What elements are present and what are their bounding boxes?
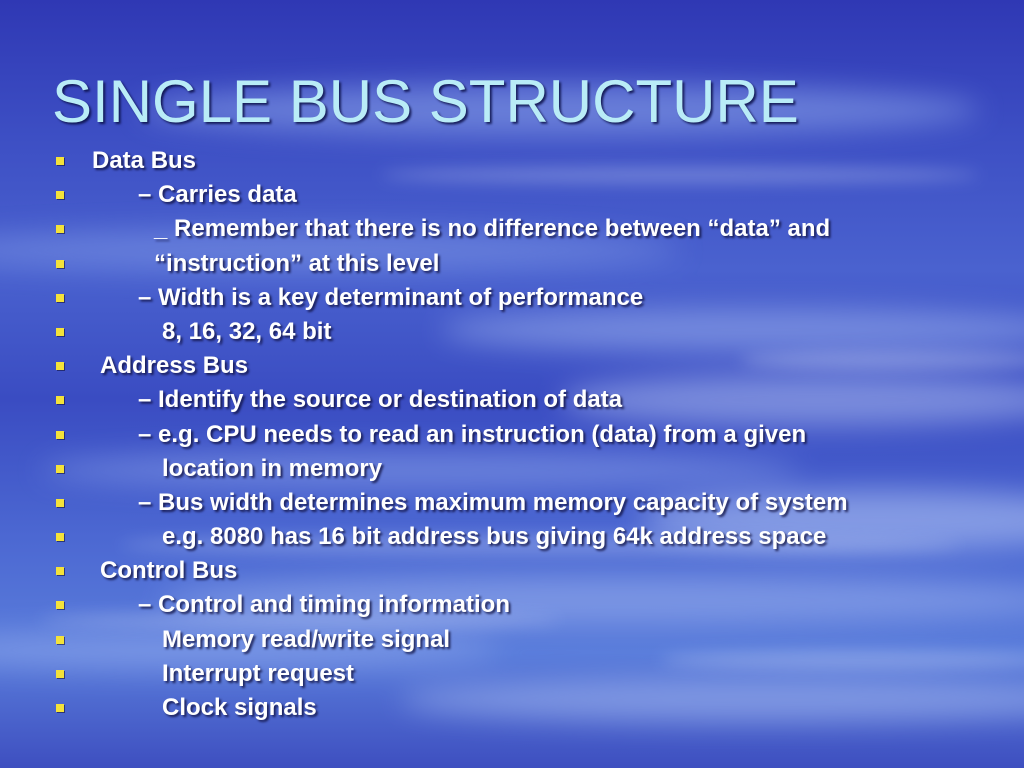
square-bullet-icon	[56, 704, 64, 712]
square-bullet-icon	[56, 498, 64, 507]
bullet-text: – Control and timing information	[138, 591, 510, 619]
list-item: Interrupt request	[0, 657, 1024, 691]
square-bullet-icon	[56, 327, 64, 336]
bullet-text: 8, 16, 32, 64 bit	[162, 317, 332, 345]
list-item: – Carries data	[0, 178, 1024, 212]
list-item: – e.g. CPU needs to read an instruction …	[0, 418, 1024, 452]
bullet-text: – Carries data	[138, 181, 297, 209]
list-item: location in memory	[0, 452, 1024, 486]
list-item: – Width is a key determinant of performa…	[0, 281, 1024, 315]
list-item: Data Bus	[0, 144, 1024, 178]
bullet-text: Interrupt request	[162, 659, 355, 687]
list-item: Control Bus	[0, 554, 1024, 588]
bullet-text: e.g. 8080 has 16 bit address bus giving …	[162, 523, 827, 551]
bullet-text: Control Bus	[100, 557, 238, 585]
square-bullet-icon	[56, 567, 64, 576]
list-item: Memory read/write signal	[0, 623, 1024, 657]
bullet-text: – e.g. CPU needs to read an instruction …	[138, 420, 807, 448]
list-item: – Bus width determines maximum memory ca…	[0, 486, 1024, 520]
bullet-text: “instruction” at this level	[154, 249, 440, 277]
square-bullet-icon	[56, 533, 64, 542]
square-bullet-icon	[56, 191, 64, 200]
list-item: 8, 16, 32, 64 bit	[0, 315, 1024, 349]
square-bullet-icon	[56, 157, 64, 165]
bullet-text: Address Bus	[100, 352, 249, 380]
square-bullet-icon	[56, 430, 64, 439]
list-item: – Identify the source or destination of …	[0, 383, 1024, 417]
bullet-text: – Bus width determines maximum memory ca…	[138, 488, 848, 516]
list-item: e.g. 8080 has 16 bit address bus giving …	[0, 520, 1024, 554]
list-item: “instruction” at this level	[0, 247, 1024, 281]
list-item: – Control and timing information	[0, 588, 1024, 622]
square-bullet-icon	[56, 396, 64, 405]
bullet-text: Data Bus	[92, 147, 197, 174]
list-item: _ Remember that there is no difference b…	[0, 212, 1024, 246]
bullet-text: Clock signals	[162, 694, 317, 721]
list-item: Clock signals	[0, 691, 1024, 725]
list-item: Address Bus	[0, 349, 1024, 383]
bullet-text: Memory read/write signal	[162, 625, 451, 653]
square-bullet-icon	[56, 669, 64, 678]
bullet-list: Data Bus – Carries data _ Remember that …	[0, 144, 1024, 725]
square-bullet-icon	[56, 635, 64, 644]
square-bullet-icon	[56, 259, 64, 268]
square-bullet-icon	[56, 225, 64, 234]
square-bullet-icon	[56, 601, 64, 610]
square-bullet-icon	[56, 464, 64, 473]
square-bullet-icon	[56, 293, 64, 302]
bullet-text: – Width is a key determinant of performa…	[138, 283, 644, 311]
bullet-text: _ Remember that there is no difference b…	[154, 215, 831, 243]
bullet-text: location in memory	[162, 454, 383, 482]
slide-title: SINGLE BUS STRUCTURE	[52, 68, 799, 135]
square-bullet-icon	[56, 362, 64, 371]
bullet-text: – Identify the source or destination of …	[138, 386, 623, 414]
